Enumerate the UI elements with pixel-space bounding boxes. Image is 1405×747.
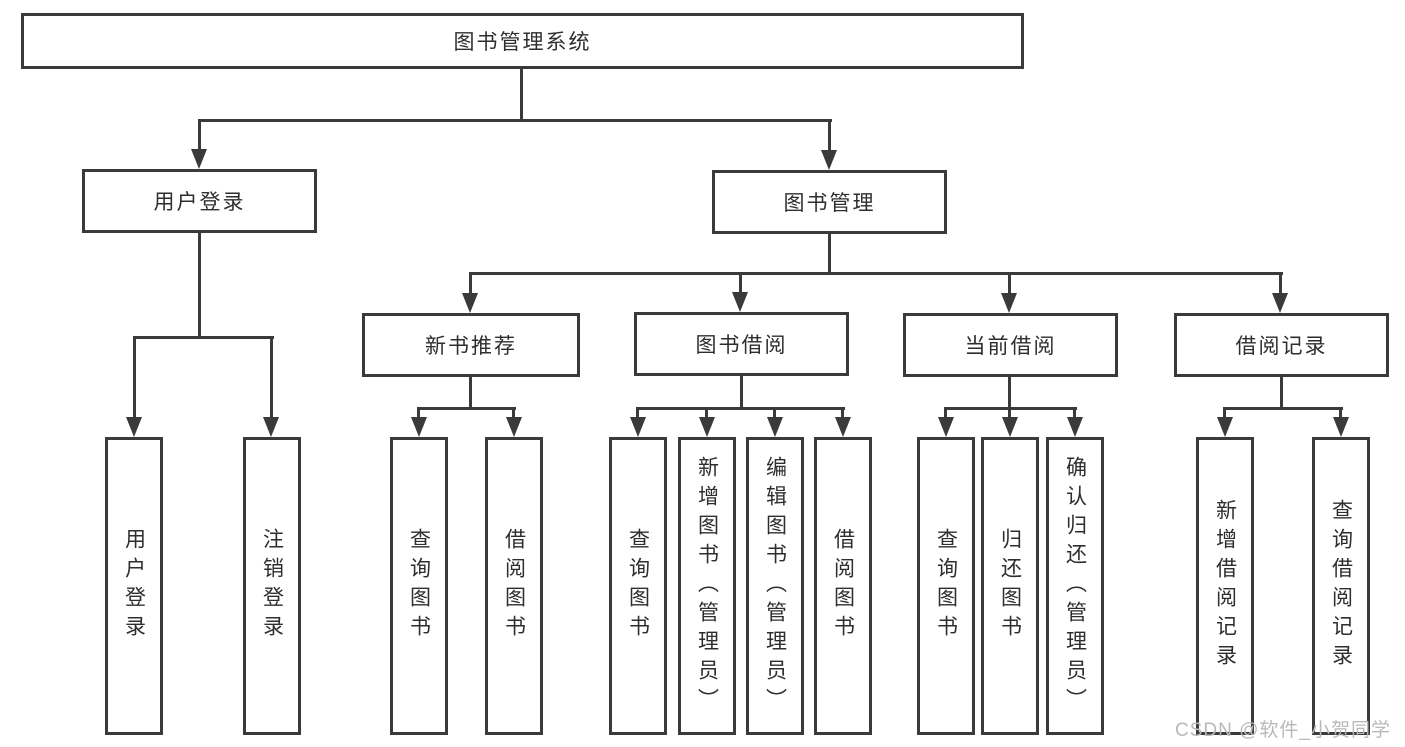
connector-current-borrow-stem (1008, 377, 1011, 410)
csdn-watermark: CSDN @软件_小贺同学 (1175, 720, 1391, 741)
connector-drop-edit-book (773, 407, 776, 421)
leaf-borrow-book-a-label: 借阅图书 (502, 528, 526, 644)
connector-drop-leaf-user-login (133, 336, 136, 418)
arrowhead-query-book-c (938, 417, 954, 437)
node-root-library-system: 图书管理系统 (21, 13, 1024, 69)
arrowhead-borrow-book-b (835, 417, 851, 437)
connector-drop-book-borrow (739, 272, 742, 294)
leaf-query-borrow-record-label: 查询借阅记录 (1329, 499, 1353, 673)
arrowhead-edit-book (767, 417, 783, 437)
leaf-user-login: 用户登录 (105, 437, 163, 735)
arrowhead-query-book-b (630, 417, 646, 437)
connector-new-book-rec-rail (417, 407, 516, 410)
leaf-confirm-return-admin-label: 确认归还（管理员） (1063, 455, 1087, 717)
arrowhead-user-login (191, 149, 207, 169)
connector-book-borrow-stem (740, 376, 743, 410)
connector-drop-confirm-return (1073, 407, 1076, 421)
connector-user-login-rail (133, 336, 274, 339)
connector-drop-add-book (705, 407, 708, 421)
leaf-add-book-admin-label: 新增图书（管理员） (695, 455, 719, 717)
arrowhead-query-book-a (411, 417, 427, 437)
node-borrowing-records: 借阅记录 (1174, 313, 1389, 377)
connector-drop-query-book-a (417, 407, 420, 421)
arrowhead-query-borrow-record (1333, 417, 1349, 437)
leaf-query-book-c: 查询图书 (917, 437, 975, 735)
arrowhead-new-book-rec (462, 293, 478, 313)
arrowhead-add-borrow-record (1217, 417, 1233, 437)
arrowhead-borrow-book-a (506, 417, 522, 437)
connector-drop-leaf-logout (270, 336, 273, 418)
connector-level1-rail (198, 119, 832, 122)
connector-borrow-records-stem (1280, 377, 1283, 410)
leaf-return-book-label: 归还图书 (998, 528, 1022, 644)
connector-drop-query-book-b (636, 407, 639, 421)
arrowhead-leaf-user-login (126, 417, 142, 437)
connector-drop-user-login (198, 119, 201, 150)
leaf-logout-label: 注销登录 (260, 528, 284, 644)
node-book-management: 图书管理 (712, 170, 947, 234)
connector-drop-borrow-records (1279, 272, 1282, 294)
leaf-query-book-b: 查询图书 (609, 437, 667, 735)
connector-root-stem (520, 69, 523, 121)
leaf-edit-book-admin: 编辑图书（管理员） (746, 437, 804, 735)
leaf-logout: 注销登录 (243, 437, 301, 735)
arrowhead-add-book (699, 417, 715, 437)
arrowhead-book-borrow (732, 292, 748, 312)
leaf-query-borrow-record: 查询借阅记录 (1312, 437, 1370, 735)
leaf-edit-book-admin-label: 编辑图书（管理员） (763, 455, 787, 717)
connector-drop-current-borrow (1008, 272, 1011, 294)
leaf-add-borrow-record: 新增借阅记录 (1196, 437, 1254, 735)
leaf-user-login-label: 用户登录 (122, 528, 146, 644)
connector-drop-book-mgmt (828, 119, 831, 150)
arrowhead-return-book (1002, 417, 1018, 437)
connector-user-login-stem (198, 233, 201, 339)
connector-book-mgmt-stem (828, 234, 831, 275)
leaf-borrow-book-b-label: 借阅图书 (831, 528, 855, 644)
connector-drop-query-borrow-record (1339, 407, 1342, 421)
connector-drop-query-book-c (944, 407, 947, 421)
connector-drop-return-book (1008, 407, 1011, 421)
connector-drop-borrow-book-b (841, 407, 844, 421)
arrowhead-borrow-records (1272, 293, 1288, 313)
leaf-query-book-a-label: 查询图书 (407, 528, 431, 644)
node-book-borrowing: 图书借阅 (634, 312, 849, 376)
node-user-login: 用户登录 (82, 169, 317, 233)
arrowhead-confirm-return (1067, 417, 1083, 437)
connector-new-book-rec-stem (469, 377, 472, 410)
leaf-query-book-b-label: 查询图书 (626, 528, 650, 644)
node-new-book-recommendation: 新书推荐 (362, 313, 580, 377)
leaf-borrow-book-b: 借阅图书 (814, 437, 872, 735)
connector-borrow-records-rail (1223, 407, 1343, 410)
connector-book-borrow-rail (636, 407, 845, 410)
leaf-borrow-book-a: 借阅图书 (485, 437, 543, 735)
arrowhead-book-mgmt (821, 150, 837, 170)
connector-level3-rail (469, 272, 1283, 275)
leaf-confirm-return-admin: 确认归还（管理员） (1046, 437, 1104, 735)
leaf-add-borrow-record-label: 新增借阅记录 (1213, 499, 1237, 673)
leaf-query-book-c-label: 查询图书 (934, 528, 958, 644)
arrowhead-current-borrow (1001, 293, 1017, 313)
arrowhead-leaf-logout (263, 417, 279, 437)
connector-drop-new-book-rec (469, 272, 472, 294)
leaf-return-book: 归还图书 (981, 437, 1039, 735)
connector-drop-add-borrow-record (1223, 407, 1226, 421)
connector-drop-borrow-book-a (512, 407, 515, 421)
node-current-borrowing: 当前借阅 (903, 313, 1118, 377)
leaf-add-book-admin: 新增图书（管理员） (678, 437, 736, 735)
leaf-query-book-a: 查询图书 (390, 437, 448, 735)
